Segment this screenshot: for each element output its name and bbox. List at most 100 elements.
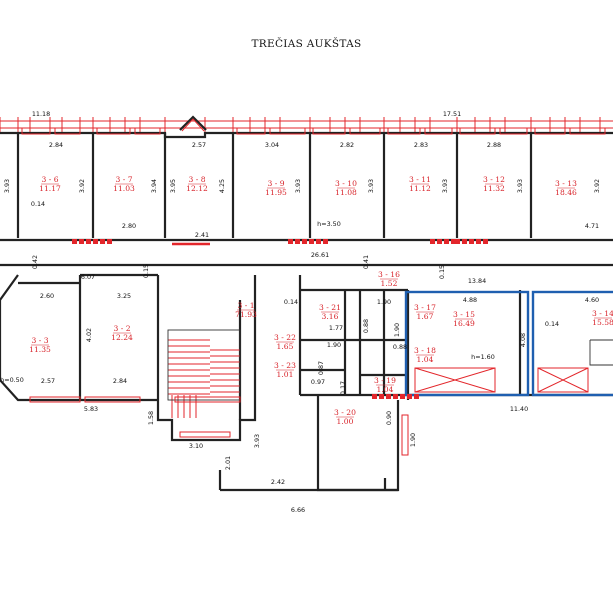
- dimension-label: 3.92: [78, 179, 86, 193]
- dimension-label: 0.15: [142, 264, 150, 278]
- room-label: 3 - 911.95: [265, 179, 287, 197]
- room-label: 3 - 213.16: [319, 303, 341, 321]
- dimension-label: 1.90: [409, 433, 417, 447]
- dimension-label: 2.83: [414, 141, 428, 149]
- dimension-label: 2.88: [487, 141, 501, 149]
- dimension-label: 1.90: [393, 323, 401, 337]
- dimension-label: 2.57: [192, 141, 206, 149]
- dimension-label: 0.88: [393, 343, 407, 351]
- room-id: 3 - 10: [335, 179, 357, 188]
- dimension-label: 1.58: [147, 411, 155, 425]
- room-id: 3 - 1: [237, 301, 254, 310]
- dimension-label: 1.77: [329, 324, 343, 332]
- room-area: 1.65: [277, 342, 294, 351]
- dimension-label: 2.01: [224, 456, 232, 470]
- room-area: 11.32: [483, 184, 505, 193]
- room-label: 3 - 171.67: [414, 303, 436, 321]
- room-label: 3 - 212.24: [111, 324, 133, 342]
- room-id: 3 - 3: [31, 336, 48, 345]
- dimension-label: 6.66: [291, 506, 305, 514]
- dimension-label: 5.83: [84, 405, 98, 413]
- dimension-label: 0.15: [438, 265, 446, 279]
- room-label: 3 - 221.65: [274, 333, 296, 351]
- dimension-label: 3.94: [150, 179, 158, 193]
- dimension-label: 3.92: [593, 179, 601, 193]
- room-id: 3 - 2: [113, 324, 130, 333]
- room-area: 11.17: [39, 184, 61, 193]
- room-id: 3 - 18: [414, 346, 436, 355]
- room-id: 3 - 6: [41, 175, 58, 184]
- room-area: 15.58: [592, 318, 613, 327]
- dimension-label: h=1.60: [471, 353, 495, 361]
- room-area: 1.04: [417, 355, 434, 364]
- room-id: 3 - 11: [409, 175, 431, 184]
- room-area: 1.00: [337, 417, 354, 426]
- room-labels: 3 - 611.173 - 711.033 - 812.123 - 911.95…: [29, 175, 613, 426]
- room-id: 3 - 13: [555, 179, 577, 188]
- plan-title: TREČIAS AUKŠTAS: [251, 38, 362, 50]
- room-id: 3 - 9: [267, 179, 284, 188]
- dimension-label: h=3.50: [317, 220, 341, 228]
- room-label: 3 - 171.93: [235, 301, 257, 319]
- dimension-label: 2.60: [40, 292, 54, 300]
- dimension-label: 0.17: [339, 381, 347, 395]
- dimension-label: 1.90: [327, 341, 341, 349]
- dimension-label: 4.08: [519, 333, 527, 347]
- room-area: 71.93: [235, 310, 257, 319]
- room-id: 3 - 15: [453, 310, 475, 319]
- dimension-label: 2.84: [113, 377, 127, 385]
- dimension-label: 2.80: [122, 222, 136, 230]
- room-area: 18.46: [555, 188, 577, 197]
- room-id: 3 - 17: [414, 303, 436, 312]
- room-id: 3 - 22: [274, 333, 296, 342]
- dimension-label: 3.93: [367, 179, 375, 193]
- room-label: 3 - 812.12: [186, 175, 208, 193]
- dimension-label: 4.02: [85, 328, 93, 342]
- dimension-label: 0.87: [317, 361, 325, 375]
- room-area: 11.12: [409, 184, 431, 193]
- highlight-room-3-15: [404, 290, 530, 397]
- room-area: 12.12: [186, 184, 208, 193]
- dimension-label: 17.51: [443, 110, 461, 118]
- room-area: 11.35: [29, 345, 51, 354]
- dimension-label: 2.57: [41, 377, 55, 385]
- dimension-label: h=0.50: [0, 376, 24, 384]
- dimension-label: 0.97: [311, 378, 325, 386]
- top-dimension-lines: [0, 117, 613, 132]
- room-area: 1.52: [381, 279, 398, 288]
- room-area: 1.67: [417, 312, 434, 321]
- dimension-label: 3.25: [117, 292, 131, 300]
- room-label: 3 - 181.04: [414, 346, 436, 364]
- room-area: 3.16: [322, 312, 339, 321]
- room-id: 3 - 21: [319, 303, 341, 312]
- dimension-label: 0.41: [362, 255, 370, 269]
- dimension-label: 0.90: [385, 411, 393, 425]
- room-label: 3 - 611.17: [39, 175, 61, 193]
- dimension-label: 0.14: [545, 320, 559, 328]
- dimension-label: 3.93: [441, 179, 449, 193]
- dimension-label: 26.61: [311, 251, 329, 259]
- dimension-label: 13.84: [468, 277, 486, 285]
- room-label: 3 - 161.52: [378, 270, 400, 288]
- stairs: [167, 329, 241, 418]
- dimension-label: 0.14: [284, 298, 298, 306]
- dimension-label: 3.93: [253, 434, 261, 448]
- dimension-label: 2.84: [49, 141, 63, 149]
- room-area: 12.24: [111, 333, 133, 342]
- dimension-label: 4.88: [463, 296, 477, 304]
- dimension-label: 1.90: [377, 298, 391, 306]
- room-label: 3 - 311.35: [29, 336, 51, 354]
- dimension-label: 0.88: [362, 319, 370, 333]
- dimension-label: 2.82: [340, 141, 354, 149]
- room-id: 3 - 16: [378, 270, 400, 279]
- dimension-label: 11.40: [510, 405, 528, 413]
- room-area: 11.95: [265, 188, 287, 197]
- room-id: 3 - 14: [592, 309, 613, 318]
- dimension-label: 11.18: [32, 110, 50, 118]
- dimension-label: 6.07: [81, 273, 95, 281]
- dimension-label: 4.25: [218, 179, 226, 193]
